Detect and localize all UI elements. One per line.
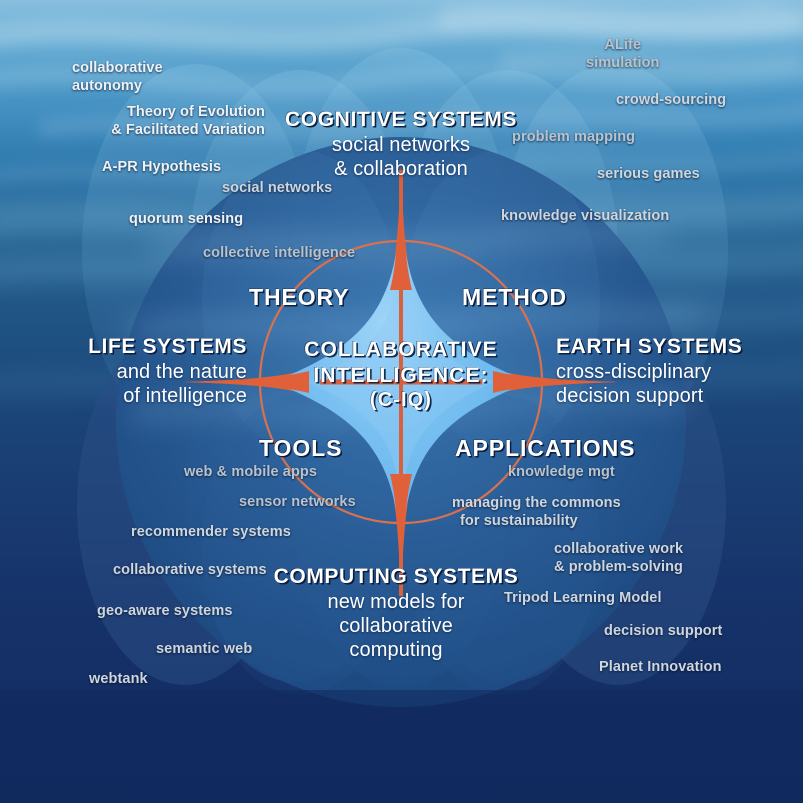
arrow-tip-right — [493, 371, 617, 393]
keyword-collaborative-autonomy: collaborative autonomy — [72, 60, 163, 94]
arm-earth-sub1: cross-disciplinary — [556, 360, 712, 383]
quadrant-label-theory: THEORY — [249, 284, 350, 310]
keyword-a-pr-hypothesis: A-PR Hypothesis — [102, 159, 222, 175]
keyword-semantic-web: semantic web — [156, 641, 253, 657]
center-line-1: COLLABORATIVE — [304, 338, 498, 361]
keyword-collaborative-work: collaborative work & problem-solving — [554, 541, 684, 575]
keyword-managing-the-commons: managing the commons for sustainability — [452, 495, 621, 529]
keyword-collective-intelligence: collective intelligence — [203, 245, 356, 261]
keyword-alife-simulation: ALife simulation — [586, 37, 660, 71]
arrow-tip-left — [185, 371, 309, 393]
keyword-sensor-networks: sensor networks — [239, 494, 356, 510]
arrow-tips — [185, 166, 617, 598]
arm-cognitive-heading: COGNITIVE SYSTEMS — [285, 108, 517, 131]
keyword-knowledge-mgt: knowledge mgt — [508, 464, 615, 480]
center-line-2: INTELLIGENCE: — [313, 363, 489, 387]
arm-life-systems: LIFE SYSTEMS and the nature of intellige… — [88, 334, 247, 408]
keyword-web-mobile-apps: web & mobile apps — [184, 464, 318, 480]
arm-life-sub1: and the nature — [116, 360, 247, 383]
arm-earth-systems: EARTH SYSTEMS cross-disciplinary decisio… — [556, 334, 742, 408]
keyword-quorum-sensing: quorum sensing — [129, 211, 244, 227]
arm-life-sub2: of intelligence — [123, 385, 247, 407]
keyword-theory-of-evolution: Theory of Evolution & Facilitated Variat… — [111, 104, 265, 138]
quadrant-label-tools: TOOLS — [259, 435, 343, 461]
keyword-decision-support: decision support — [604, 623, 723, 639]
keyword-knowledge-visualization: knowledge visualization — [501, 208, 670, 224]
center-line-3: (C-IQ) — [369, 389, 433, 412]
arm-cognitive-sub1: social networks — [331, 133, 471, 156]
arrow-tip-down — [390, 474, 412, 598]
keyword-problem-mapping: problem mapping — [512, 129, 636, 145]
keyword-recommender-systems: recommender systems — [131, 524, 291, 540]
arm-earth-heading: EARTH SYSTEMS — [556, 335, 743, 358]
bottom-vignette — [0, 690, 803, 803]
keyword-collaborative-systems: collaborative systems — [113, 562, 267, 578]
keyword-serious-games: serious games — [597, 166, 700, 182]
quadrant-label-applications: APPLICATIONS — [455, 435, 636, 461]
arm-computing-sub3: computing — [349, 639, 443, 662]
arm-computing-sub1: new models for — [327, 590, 465, 613]
keyword-planet-innovation: Planet Innovation — [599, 659, 722, 675]
keyword-tripod-learning-model: Tripod Learning Model — [504, 590, 662, 606]
arm-computing-heading: COMPUTING SYSTEMS — [273, 565, 519, 588]
arm-life-heading: LIFE SYSTEMS — [88, 335, 247, 358]
keyword-webtank: webtank — [89, 671, 148, 687]
arm-computing-sub2: collaborative — [339, 615, 453, 637]
keyword-geo-aware-systems: geo-aware systems — [97, 603, 233, 619]
keyword-crowd-sourcing: crowd-sourcing — [616, 92, 727, 108]
center-label: COLLABORATIVE INTELLIGENCE: (C-IQ) — [304, 337, 498, 413]
arm-cognitive-sub2: & collaboration — [334, 158, 468, 180]
arm-cognitive-systems: COGNITIVE SYSTEMS social networks & coll… — [285, 107, 517, 181]
keyword-social-networks: social networks — [222, 180, 333, 196]
arm-earth-sub2: decision support — [556, 385, 704, 407]
arm-computing-systems: COMPUTING SYSTEMS new models for collabo… — [274, 564, 519, 663]
arrow-tip-up — [390, 166, 412, 290]
quadrant-label-method: METHOD — [462, 284, 568, 310]
